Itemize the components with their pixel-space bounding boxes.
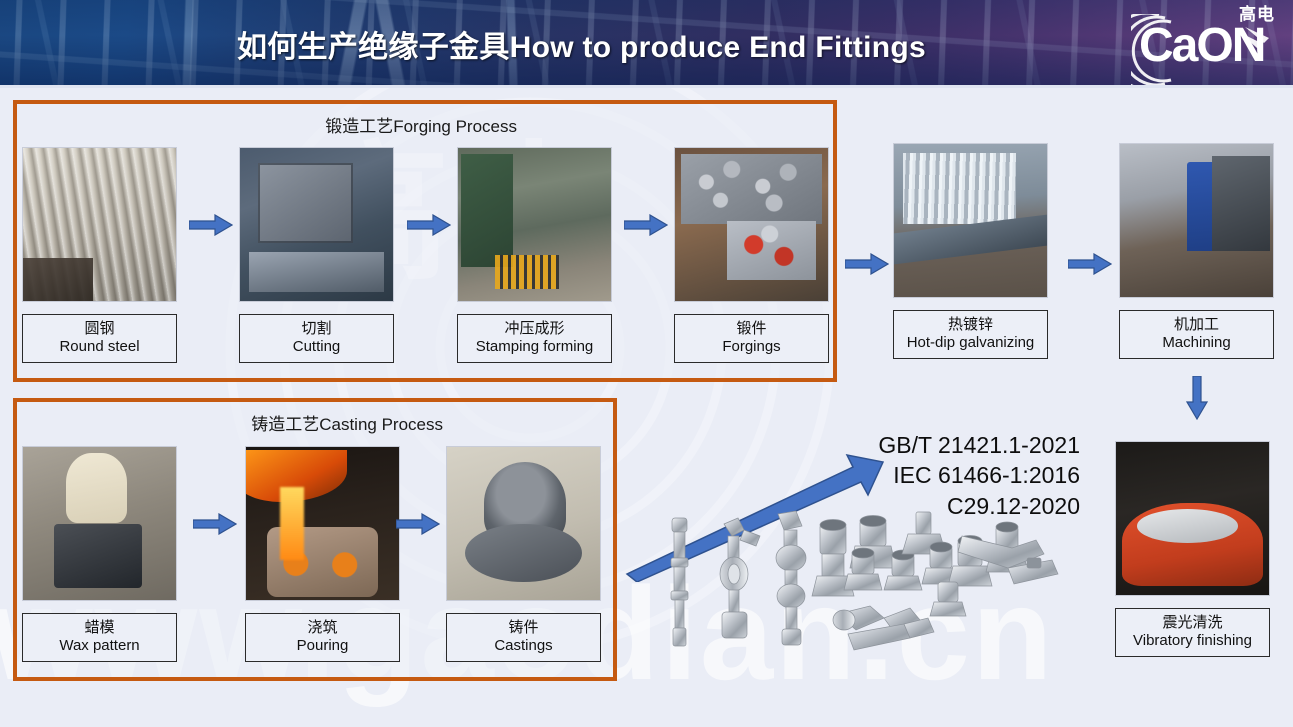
step-label-hot-dip-galvanizing: 热镀锌 Hot-dip galvanizing bbox=[893, 310, 1048, 359]
arrow-right-icon bbox=[407, 214, 451, 236]
step-round-steel[interactable]: 圆钢 Round steel bbox=[22, 147, 177, 363]
step-label-en: Round steel bbox=[59, 337, 140, 355]
step-label-cn: 热镀锌 bbox=[947, 316, 993, 333]
step-label-en: Cutting bbox=[292, 337, 341, 355]
step-label-cn: 机加工 bbox=[1173, 316, 1219, 333]
step-pouring[interactable]: 浇筑 Pouring bbox=[245, 446, 400, 662]
step-label-en: Stamping forming bbox=[475, 337, 594, 355]
galvanizing-tank-photo bbox=[893, 143, 1048, 298]
arrow-right-icon bbox=[396, 513, 440, 535]
page-title: 如何生产绝缘子金具How to produce End Fittings bbox=[236, 31, 927, 64]
step-label-cn: 浇筑 bbox=[307, 619, 338, 636]
step-label-cn: 蜡模 bbox=[84, 619, 115, 636]
step-castings[interactable]: 铸件 Castings bbox=[446, 446, 601, 662]
step-label-pouring: 浇筑 Pouring bbox=[245, 613, 400, 662]
step-label-cn: 铸件 bbox=[508, 619, 539, 636]
step-label-cn: 切割 bbox=[301, 320, 332, 337]
wax-pattern-photo bbox=[22, 446, 177, 601]
round-steel-photo bbox=[22, 147, 177, 302]
forging-process-group: 锻造工艺Forging Process 圆钢 Round steel 切割 Cu… bbox=[13, 100, 837, 382]
step-wax-pattern[interactable]: 蜡模 Wax pattern bbox=[22, 446, 177, 662]
standard-line-3: C29.12-2020 bbox=[947, 492, 1080, 519]
arrow-right-icon bbox=[193, 513, 237, 535]
cnc-machining-photo bbox=[1119, 143, 1274, 298]
forging-process-title: 锻造工艺Forging Process bbox=[325, 117, 517, 136]
step-label-vibratory-finishing: 震光清洗 Vibratory finishing bbox=[1115, 608, 1270, 657]
step-label-cn: 圆钢 bbox=[84, 320, 115, 337]
company-logo: 高电 CaON bbox=[1131, 4, 1281, 88]
step-label-castings: 铸件 Castings bbox=[446, 613, 601, 662]
step-machining[interactable]: 机加工 Machining bbox=[1119, 143, 1274, 359]
step-label-en: Wax pattern bbox=[59, 636, 140, 654]
step-label-cn: 震光清洗 bbox=[1162, 614, 1223, 631]
arrow-right-icon bbox=[1068, 253, 1112, 275]
header-divider bbox=[0, 85, 1293, 88]
step-label-en: Machining bbox=[1162, 333, 1231, 351]
step-vibratory-finishing[interactable]: 震光清洗 Vibratory finishing bbox=[1115, 441, 1270, 657]
slide-body: 锻造工艺Forging Process 圆钢 Round steel 切割 Cu… bbox=[0, 88, 1293, 727]
step-hot-dip-galvanizing[interactable]: 热镀锌 Hot-dip galvanizing bbox=[893, 143, 1048, 359]
standard-line-2: IEC 61466-1:2016 bbox=[893, 462, 1080, 489]
step-label-round-steel: 圆钢 Round steel bbox=[22, 314, 177, 363]
step-cutting[interactable]: 切割 Cutting bbox=[239, 147, 394, 363]
step-label-en: Pouring bbox=[296, 636, 349, 654]
product-showcase-photo bbox=[670, 510, 1059, 651]
step-label-stamping-forming: 冲压成形 Stamping forming bbox=[457, 314, 612, 363]
arrow-right-icon bbox=[845, 253, 889, 275]
step-label-en: Hot-dip galvanizing bbox=[906, 333, 1035, 351]
casting-process-title: 铸造工艺Casting Process bbox=[251, 415, 443, 434]
standard-line-1: GB/T 21421.1-2021 bbox=[878, 432, 1080, 458]
logo-wordmark: CaON bbox=[1139, 19, 1266, 72]
logo-arc-icon bbox=[1131, 14, 1269, 88]
arrow-down-icon bbox=[1186, 376, 1208, 420]
stamping-press-photo bbox=[457, 147, 612, 302]
step-label-cn: 冲压成形 bbox=[504, 320, 565, 337]
logo-chinese-text: 高电 bbox=[1239, 5, 1275, 24]
cutting-machine-photo bbox=[239, 147, 394, 302]
step-label-en: Forgings bbox=[722, 337, 781, 355]
step-label-wax-pattern: 蜡模 Wax pattern bbox=[22, 613, 177, 662]
step-label-cn: 锻件 bbox=[736, 320, 767, 337]
step-stamping-forming[interactable]: 冲压成形 Stamping forming bbox=[457, 147, 613, 363]
step-label-cutting: 切割 Cutting bbox=[239, 314, 394, 363]
slide-header: 如何生产绝缘子金具How to produce End Fittings 高电 … bbox=[0, 0, 1293, 88]
casting-process-group: 铸造工艺Casting Process 蜡模 Wax pattern 浇筑 Po… bbox=[13, 398, 617, 681]
arrow-right-icon bbox=[624, 214, 668, 236]
step-forgings[interactable]: 锻件 Forgings bbox=[674, 147, 829, 363]
casting-part-photo bbox=[446, 446, 601, 601]
step-label-en: Castings bbox=[494, 636, 553, 654]
standards-list: GB/T 21421.1-2021 IEC 61466-1:2016 C29.1… bbox=[790, 430, 1080, 521]
arrow-right-icon bbox=[189, 214, 233, 236]
vibratory-bowl-photo bbox=[1115, 441, 1270, 596]
step-label-machining: 机加工 Machining bbox=[1119, 310, 1274, 359]
step-label-en: Vibratory finishing bbox=[1133, 631, 1252, 649]
molten-pouring-photo bbox=[245, 446, 400, 601]
forgings-bin-photo bbox=[674, 147, 829, 302]
step-label-forgings: 锻件 Forgings bbox=[674, 314, 829, 363]
header-overlay-gradient bbox=[0, 0, 1293, 88]
